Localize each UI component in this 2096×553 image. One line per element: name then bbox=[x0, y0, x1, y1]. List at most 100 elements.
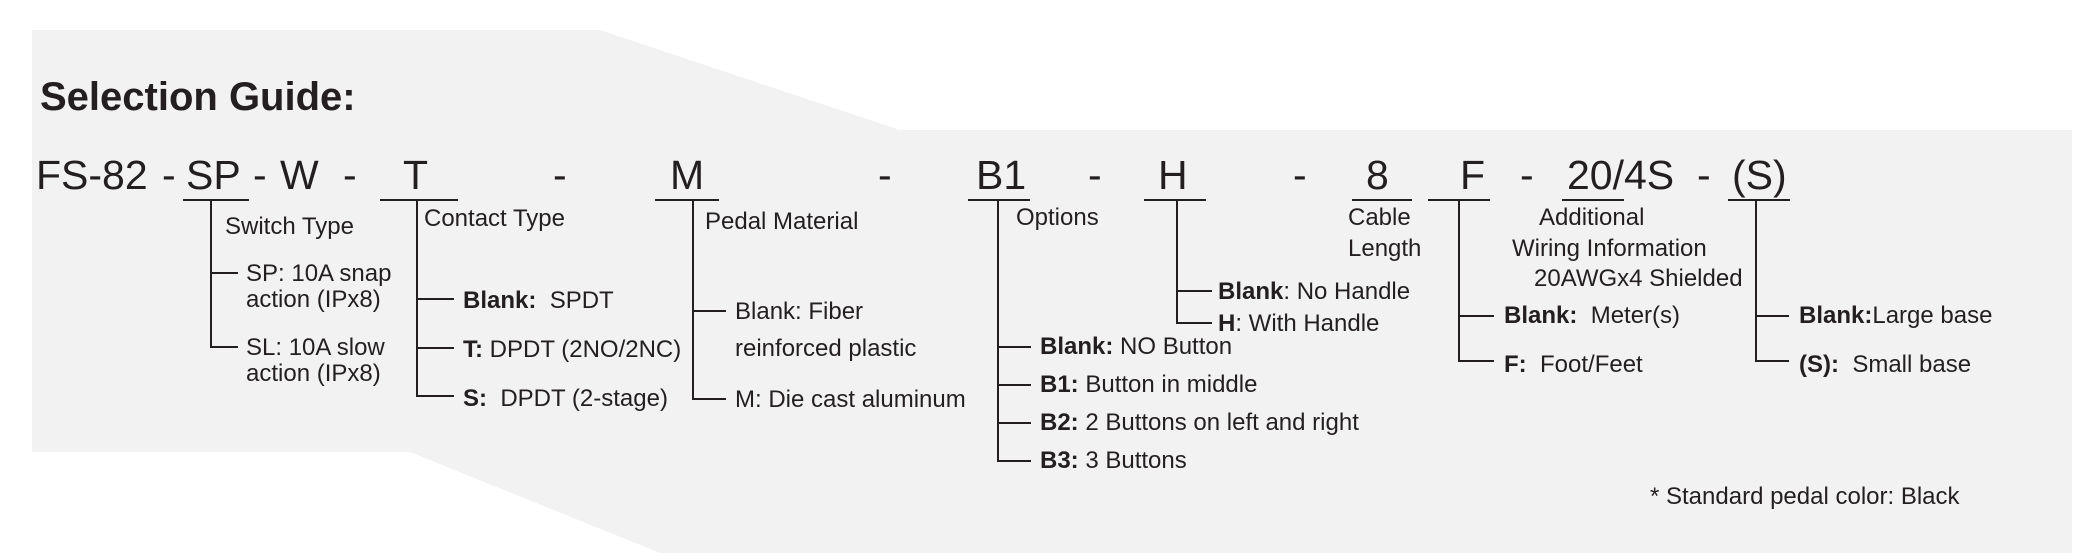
bracket-tick bbox=[692, 310, 726, 312]
label-options: Options bbox=[1016, 204, 1099, 231]
code-options: B1 bbox=[976, 152, 1027, 198]
underline bbox=[1562, 199, 1624, 201]
option-text: DPDT (2-stage) bbox=[500, 385, 668, 412]
bracket-tick bbox=[1755, 360, 1789, 362]
bracket-tick bbox=[210, 272, 238, 274]
underline bbox=[968, 199, 1030, 201]
bracket-tick bbox=[997, 460, 1031, 462]
option-text: Button in middle bbox=[1085, 371, 1258, 398]
bracket-tick bbox=[692, 398, 726, 400]
bracket-tick bbox=[416, 395, 454, 397]
bracket-line bbox=[692, 199, 694, 399]
underline bbox=[655, 199, 719, 201]
option-text: Foot/Feet bbox=[1540, 351, 1643, 378]
option-sl-line1: SL: 10A slow bbox=[246, 334, 385, 361]
label-cable-length-line1: Cable bbox=[1348, 204, 1411, 231]
bracket-line bbox=[997, 199, 999, 461]
code-dash: - bbox=[343, 152, 357, 198]
option-unit-f: F: Foot/Feet bbox=[1504, 353, 1643, 377]
option-key: B2: bbox=[1040, 409, 1079, 436]
code-w: W bbox=[280, 152, 319, 198]
bracket-tick bbox=[997, 422, 1031, 424]
code-pedal-material: M bbox=[670, 152, 705, 198]
option-contact-s: S: DPDT (2-stage) bbox=[463, 387, 668, 411]
option-key: Blank bbox=[1218, 278, 1284, 305]
bracket-line bbox=[416, 199, 418, 396]
option-text: NO Button bbox=[1120, 333, 1233, 360]
code-base: (S) bbox=[1732, 152, 1787, 198]
option-contact-blank: Blank: SPDT bbox=[463, 289, 614, 313]
label-wiring-line3: 20AWGx4 Shielded bbox=[1534, 265, 1743, 292]
option-sp-line2: action (IPx8) bbox=[246, 286, 381, 313]
option-text: DPDT (2NO/2NC) bbox=[489, 336, 682, 363]
option-unit-blank: Blank: Meter(s) bbox=[1504, 304, 1680, 328]
option-sp-line1: SP: 10A snap bbox=[246, 260, 392, 287]
option-pedal-m: M: Die cast aluminum bbox=[735, 386, 966, 413]
option-options-blank: Blank: NO Button bbox=[1040, 335, 1232, 359]
label-contact-type: Contact Type bbox=[424, 205, 565, 232]
option-handle-h: H: With Handle bbox=[1218, 312, 1379, 336]
code-dash: - bbox=[553, 152, 567, 198]
option-base-blank: Blank:Large base bbox=[1799, 304, 1992, 328]
bracket-line bbox=[1458, 199, 1460, 361]
underline bbox=[380, 199, 458, 201]
code-handle: H bbox=[1158, 152, 1188, 198]
option-key: Blank: bbox=[1040, 333, 1114, 360]
bracket-tick bbox=[1458, 360, 1494, 362]
label-cable-length-line2: Length bbox=[1348, 235, 1422, 262]
underline bbox=[183, 199, 249, 201]
standard-color-note: * Standard pedal color: Black bbox=[1650, 483, 1960, 510]
bracket-tick bbox=[416, 298, 454, 300]
code-dash: - bbox=[1520, 152, 1534, 198]
bracket-line bbox=[1176, 199, 1178, 323]
option-key: Blank: bbox=[1504, 302, 1578, 329]
underline bbox=[1728, 199, 1790, 201]
code-series: FS-82 bbox=[36, 152, 148, 198]
code-switch-type: SP bbox=[186, 152, 241, 198]
page-title: Selection Guide: bbox=[40, 75, 356, 119]
option-options-b3: B3: 3 Buttons bbox=[1040, 449, 1187, 473]
panel-shape bbox=[32, 30, 2072, 553]
option-key: S: bbox=[463, 385, 487, 412]
code-contact-type: T bbox=[403, 152, 429, 198]
code-unit: F bbox=[1460, 152, 1486, 198]
option-options-b2: B2: 2 Buttons on left and right bbox=[1040, 411, 1359, 435]
code-dash: - bbox=[162, 152, 176, 198]
option-text: SPDT bbox=[549, 287, 614, 314]
option-text: : With Handle bbox=[1235, 310, 1380, 337]
code-cable-length: 8 bbox=[1366, 152, 1389, 198]
bracket-line bbox=[1755, 199, 1757, 361]
label-switch-type: Switch Type bbox=[225, 213, 354, 240]
option-pedal-blank-line2: reinforced plastic bbox=[735, 335, 917, 362]
bracket-tick bbox=[1176, 322, 1212, 324]
option-text: 3 Buttons bbox=[1085, 447, 1187, 474]
option-sl-line2: action (IPx8) bbox=[246, 360, 381, 387]
underline bbox=[1352, 199, 1412, 201]
option-options-b1: B1: Button in middle bbox=[1040, 373, 1257, 397]
option-text: 2 Buttons on left and right bbox=[1085, 409, 1359, 436]
code-dash: - bbox=[1697, 152, 1711, 198]
bracket-tick bbox=[1755, 315, 1789, 317]
label-wiring-line1: Additional bbox=[1539, 204, 1645, 231]
option-pedal-blank-line1: Blank: Fiber bbox=[735, 298, 864, 325]
option-text: : No Handle bbox=[1283, 278, 1411, 305]
code-dash: - bbox=[253, 152, 267, 198]
option-key: Blank: bbox=[463, 287, 537, 314]
option-text: Meter(s) bbox=[1590, 302, 1681, 329]
option-key: (S): bbox=[1799, 351, 1839, 378]
option-contact-t: T: DPDT (2NO/2NC) bbox=[463, 338, 681, 362]
option-text: Small base bbox=[1852, 351, 1972, 378]
bracket-tick bbox=[210, 346, 238, 348]
label-wiring-line2: Wiring Information bbox=[1512, 235, 1707, 262]
code-dash: - bbox=[1293, 152, 1307, 198]
code-dash: - bbox=[1088, 152, 1102, 198]
underline bbox=[1144, 199, 1206, 201]
code-dash: - bbox=[878, 152, 892, 198]
option-handle-blank: Blank: No Handle bbox=[1218, 280, 1410, 304]
option-base-s: (S): Small base bbox=[1799, 353, 1971, 377]
label-pedal-material: Pedal Material bbox=[705, 208, 859, 235]
option-key: Blank: bbox=[1799, 302, 1873, 329]
bracket-tick bbox=[997, 384, 1031, 386]
